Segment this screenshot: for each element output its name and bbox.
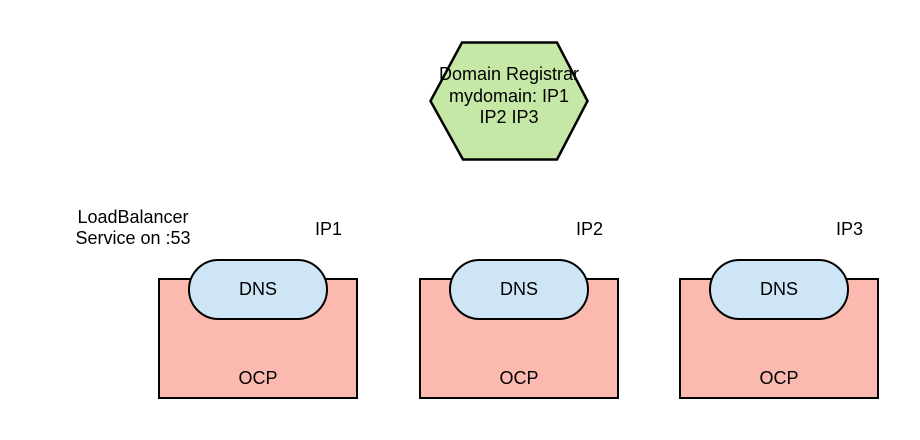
- ip1-label: IP1: [314, 219, 342, 239]
- loadbalancer-annotation: LoadBalancer Service on :53: [73, 207, 193, 248]
- dns-pill-3: DNS: [709, 259, 849, 320]
- ocp-label-1: OCP: [238, 368, 278, 389]
- dns-label-1: DNS: [238, 279, 277, 300]
- ip3-label: IP3: [835, 219, 863, 239]
- ocp-cluster-3: IP3 OCP DNS: [679, 219, 879, 399]
- loadbalancer-annotation-line-2: Service on :53: [75, 227, 191, 248]
- ocp-cluster-1: IP1 OCP DNS: [158, 219, 358, 399]
- registrar-text-line-2: mydomain: IP1: [448, 85, 570, 106]
- ocp-label-3: OCP: [759, 368, 799, 389]
- registrar-text-line-1: Domain Registrar: [438, 64, 580, 84]
- hexagon-shape: [429, 41, 589, 161]
- ip2-label: IP2: [575, 219, 603, 239]
- dns-pill-2: DNS: [449, 259, 589, 320]
- ocp-label-2: OCP: [499, 368, 539, 389]
- loadbalancer-annotation-line-1: LoadBalancer: [77, 207, 189, 227]
- domain-registrar-node: Domain Registrar mydomain: IP1 IP2 IP3: [429, 41, 589, 161]
- registrar-text-line-3: IP2 IP3: [479, 107, 539, 127]
- dns-label-2: DNS: [499, 279, 538, 300]
- dns-pill-1: DNS: [188, 259, 328, 320]
- ocp-cluster-2: IP2 OCP DNS: [419, 219, 619, 399]
- dns-label-3: DNS: [759, 279, 798, 300]
- registrar-text: Domain Registrar mydomain: IP1 IP2 IP3: [411, 64, 607, 129]
